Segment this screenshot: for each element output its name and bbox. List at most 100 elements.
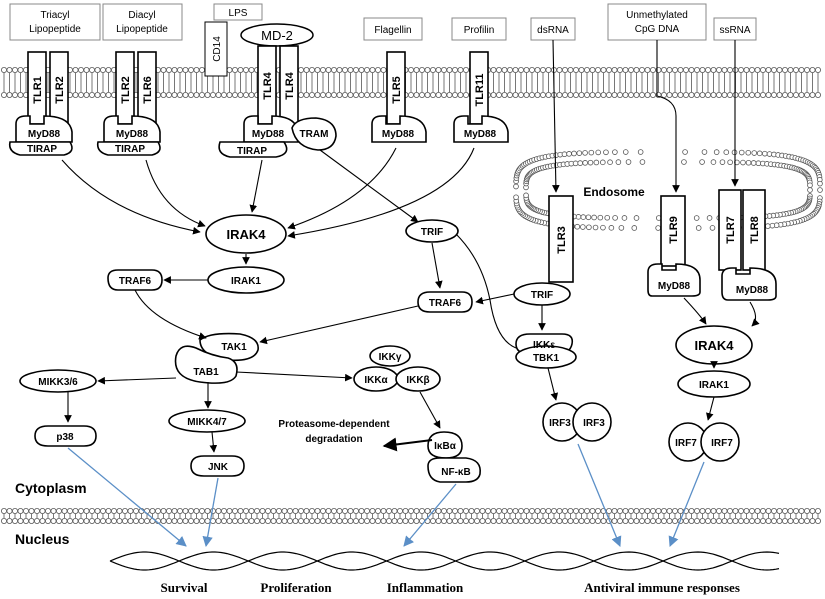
ligand-dsrna: dsRNA	[537, 25, 569, 36]
arrow-myd88-7-to-irak4	[749, 301, 760, 327]
trif-1-label: TRIF	[421, 227, 443, 238]
myd88-4-shape	[371, 115, 427, 143]
myd88-6-shape	[647, 263, 701, 297]
cytoplasm-label: Cytoplasm	[15, 480, 87, 496]
irf3-b-shape	[572, 402, 612, 442]
irf3-a-label: IRF3	[549, 418, 571, 429]
blue-arrow-jnk	[202, 477, 219, 548]
mikk47-shape	[168, 409, 246, 433]
arrow-irak1-2-to-irf7	[706, 396, 715, 421]
ligand-flagellin: Flagellin	[374, 25, 411, 36]
ikkg-label: IKKγ	[379, 352, 402, 363]
myd88-5-label: MyD88	[464, 129, 497, 140]
arrow-myd88-4-to-irak4	[287, 147, 397, 230]
ligand-cpg-line1: Unmethylated	[626, 10, 688, 21]
ikba-shape	[427, 431, 463, 459]
arrow-myd88-5-to-irak4	[287, 147, 475, 239]
arrow-tab1-to-ikk	[235, 371, 353, 382]
outcome-proliferation: Proliferation	[260, 580, 332, 595]
ligand-triacyl-line1: Triacyl	[40, 10, 69, 21]
traf6-2-label: TRAF6	[429, 298, 462, 309]
myd88-1-label: MyD88	[28, 129, 61, 140]
tab1-label: TAB1	[193, 367, 219, 378]
myd88-3-label: MyD88	[252, 129, 285, 140]
tirap-2-shape	[96, 141, 161, 156]
ikka-label: IKKα	[364, 375, 388, 386]
trif-1-shape	[405, 219, 459, 243]
blue-arrow-irf3	[577, 443, 622, 547]
arrow-myd88-3-to-irak4	[249, 159, 263, 213]
irak4-1-label: IRAK4	[226, 227, 266, 242]
myd88-5-shape	[453, 115, 509, 143]
ikba-label: IκBα	[434, 441, 457, 452]
p38-label: p38	[56, 432, 74, 443]
tirap-3-label: TIRAP	[237, 146, 267, 157]
ligand-lps: LPS	[229, 8, 248, 19]
arrow-tram-to-trif	[319, 149, 419, 223]
outcome-antiviral: Antiviral immune responses	[584, 580, 740, 595]
tlr4a-label: TLR4	[262, 71, 274, 99]
irak4-1-shape	[205, 214, 287, 254]
myd88-1-shape	[15, 115, 73, 143]
tram-shape	[291, 117, 337, 151]
arrow-myd88-1-to-irak4	[61, 159, 201, 235]
proteasome-line1: Proteasome-dependent	[278, 419, 390, 430]
tlr9-receptor	[660, 195, 686, 267]
myd88-7-label: MyD88	[736, 285, 769, 296]
myd88-7-shape	[721, 267, 777, 301]
mikk36-shape	[19, 369, 97, 393]
endosome-membrane	[513, 149, 823, 231]
arrow-mikk47-to-jnk	[209, 431, 218, 453]
ligand-ssrna: ssRNA	[719, 25, 750, 36]
tlr9-label: TLR9	[668, 216, 680, 244]
tlr7-label: TLR7	[725, 216, 737, 244]
irf3-b-label: IRF3	[583, 418, 605, 429]
nucleus-label: Nucleus	[15, 531, 70, 547]
myd88-6-label: MyD88	[658, 281, 691, 292]
ligand-lps-box	[213, 3, 263, 21]
ligand-flagellin-box	[363, 17, 423, 41]
irak4-2-label: IRAK4	[694, 338, 734, 353]
tlr4b-label: TLR4	[284, 71, 296, 99]
tirap-3-shape	[218, 141, 288, 158]
arrow-myd88-6-to-irak4	[683, 297, 707, 325]
arrow-cpg-to-tlr9	[656, 40, 680, 193]
nuclear-membrane	[1, 507, 822, 525]
jnk-shape	[190, 455, 245, 477]
arrow-tbk1-to-irf3	[547, 367, 559, 401]
tak1-label: TAK1	[221, 342, 247, 353]
arrow-dsrna-to-tlr3	[552, 39, 560, 193]
outcome-survival: Survival	[161, 580, 208, 595]
ikkb-shape	[395, 366, 441, 392]
ligand-diacyl-line2: Lipopeptide	[116, 24, 168, 35]
ikkg-shape	[369, 345, 411, 367]
arrow-myd88-2-to-irak4	[145, 159, 206, 228]
myd88-4-label: MyD88	[382, 129, 415, 140]
mikk36-label: MIKK3/6	[38, 377, 78, 388]
tirap-2-label: TIRAP	[115, 144, 145, 155]
irf7-b-shape	[700, 422, 740, 462]
tbk1-shape	[515, 345, 577, 369]
myd88-2-shape	[103, 115, 161, 143]
p38-shape	[34, 425, 97, 447]
arrow-ikba-to-degradation	[382, 437, 433, 452]
tab1-shape	[174, 345, 238, 384]
irf7-a-label: IRF7	[675, 438, 697, 449]
tbk1-label: TBK1	[533, 353, 560, 364]
tlr11-label: TLR11	[474, 73, 486, 106]
arrow-traf6-to-tak1-2	[259, 305, 419, 345]
nfkb-label: NF-κB	[441, 467, 470, 478]
cd14-box	[204, 21, 228, 77]
tlr5-label: TLR5	[391, 76, 403, 104]
ligand-diacyl-box	[102, 3, 183, 41]
arrow-trif-2-to-traf6	[475, 293, 515, 305]
blue-arrow-nfkb	[403, 483, 457, 547]
traf6-1-label: TRAF6	[119, 276, 152, 287]
tlr3-label: TLR3	[556, 226, 568, 254]
ligand-profilin-box	[451, 17, 507, 41]
endosome-label: Endosome	[583, 185, 645, 199]
blue-arrow-p38	[67, 447, 187, 547]
ligand-profilin: Profilin	[464, 25, 495, 36]
